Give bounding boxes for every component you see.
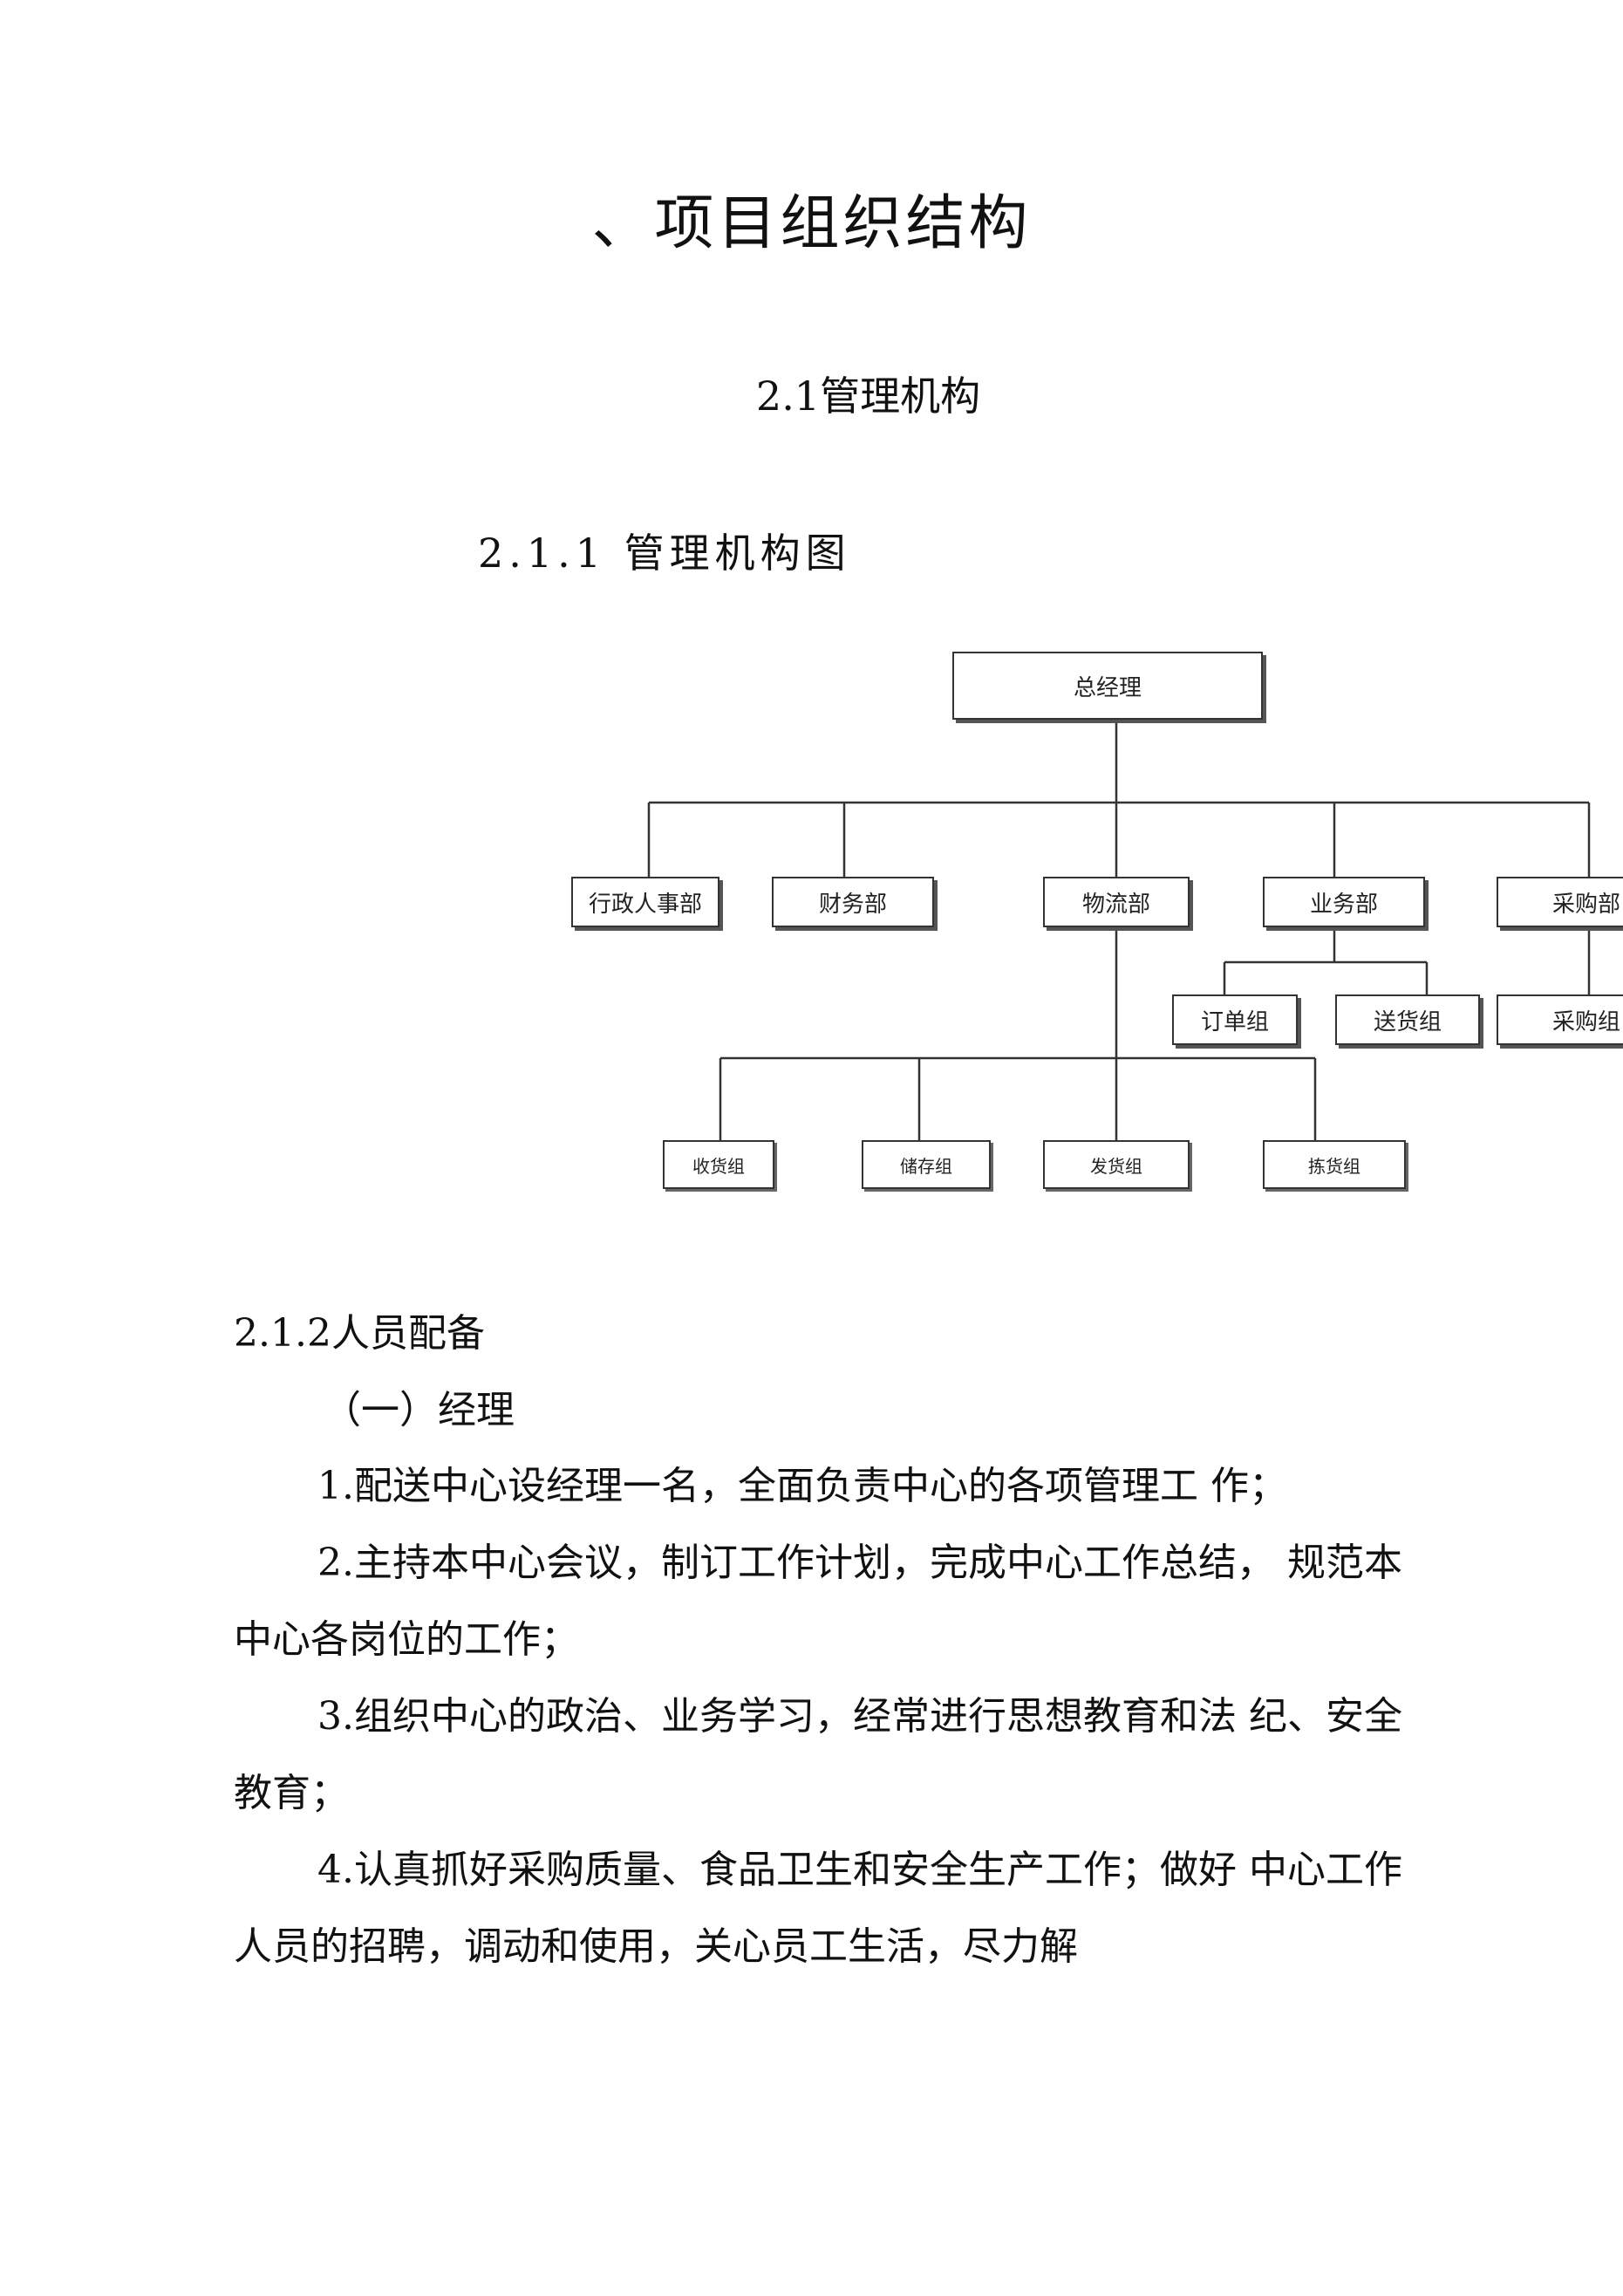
subsection-heading: 2.1.1 管理机构图 [478,530,851,577]
org-node-delivery-group: 送货组 [1335,994,1480,1045]
staffing-heading: 2.1.2人员配备 [234,1311,485,1356]
duty-text: 4.认真抓好采购质量、食品卫生和安全生产工作；做好 中心工作人员的招聘，调动和使… [234,1848,1402,1969]
duty-item-3: 3.组织中心的政治、业务学习，经常进行思想教育和法 纪、安全教育； [234,1678,1420,1832]
org-node-finance: 财务部 [772,877,934,927]
org-node-logistics: 物流部 [1043,877,1190,927]
duty-item-2: 2.主持本中心会议，制订工作计划，完成中心工作总结， 规范本中心各岗位的工作； [234,1525,1420,1678]
org-node-order-group: 订单组 [1172,994,1298,1045]
org-node-admin-hr: 行政人事部 [571,877,719,927]
org-node-general-manager: 总经理 [952,652,1263,720]
org-node-receiving-group: 收货组 [663,1140,774,1189]
duty-text: 2.主持本中心会议，制订工作计划，完成中心工作总结， 规范本中心各岗位的工作； [234,1541,1402,1662]
org-node-business: 业务部 [1263,877,1425,927]
org-node-storage-group: 储存组 [862,1140,991,1189]
org-node-picking-group: 拣货组 [1263,1140,1406,1189]
org-node-purchasing: 采购部 [1497,877,1623,927]
org-node-purchase-group: 采购组 [1497,994,1623,1045]
duty-item-4: 4.认真抓好采购质量、食品卫生和安全生产工作；做好 中心工作人员的招聘，调动和使… [234,1832,1420,1985]
manager-subheading: （一）经理 [323,1388,515,1432]
org-node-shipping-group: 发货组 [1043,1140,1190,1189]
duty-text: 1.配送中心设经理一名，全面负责中心的各项管理工 作； [317,1464,1287,1508]
section-heading: 2.1管理机构 [755,372,981,420]
duty-item-1: 1.配送中心设经理一名，全面负责中心的各项管理工 作； [234,1448,1420,1525]
duty-text: 3.组织中心的政治、业务学习，经常进行思想教育和法 纪、安全教育； [234,1694,1402,1815]
document-title: 、项目组织结构 [591,189,1032,258]
